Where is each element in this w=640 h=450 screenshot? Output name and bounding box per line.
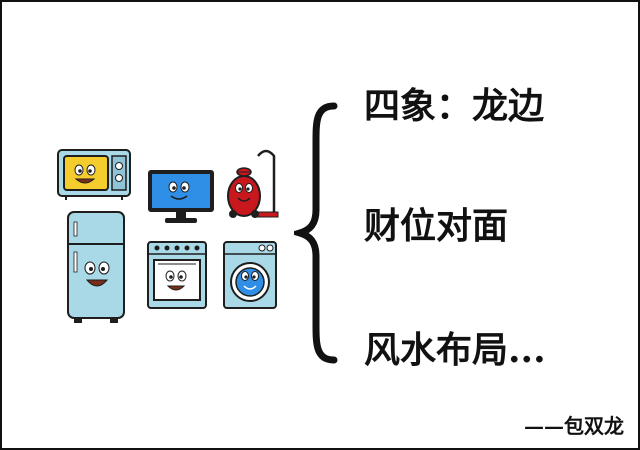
washing-machine-icon [223, 241, 277, 309]
microwave-icon [57, 149, 131, 200]
vacuum-cleaner-icon [227, 149, 279, 218]
text-line-2: 财位对面 [364, 205, 509, 247]
refrigerator-icon [67, 211, 125, 323]
curly-brace-icon [294, 102, 338, 364]
text-line-1: 四象：龙边 [364, 85, 545, 127]
appliances-illustration [57, 149, 279, 323]
television-icon [148, 170, 214, 223]
author-signature: ——包双龙 [524, 414, 624, 438]
text-line-3: 风水布局... [364, 329, 546, 371]
stove-icon [147, 241, 207, 309]
